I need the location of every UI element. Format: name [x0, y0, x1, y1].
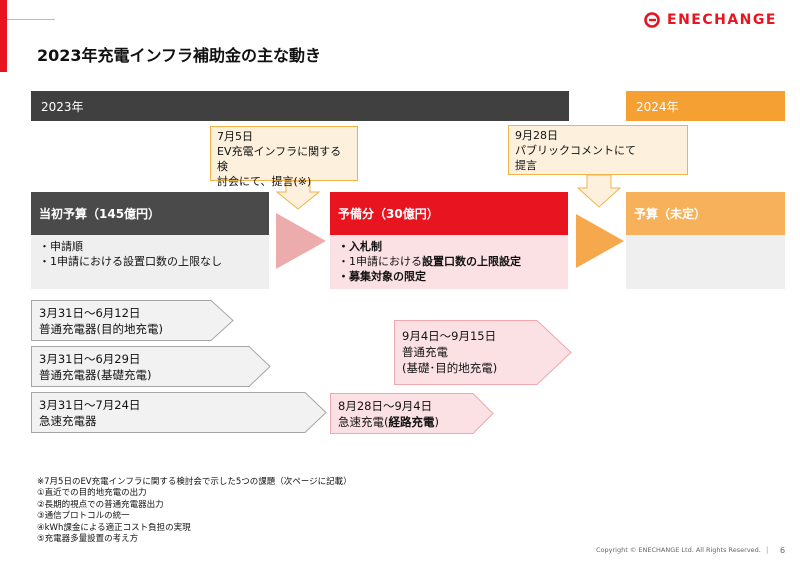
- phase-body-initial-budget: ・申請順 ・1申請における設置口数の上限なし: [31, 235, 269, 289]
- duration-arrow-shape: [31, 300, 234, 341]
- phase-header-2024-budget: 予算（未定）: [626, 192, 785, 235]
- phase-line: ・申請順: [39, 240, 83, 253]
- transition-arrow-2: [576, 214, 624, 268]
- duration-text: 3月31日～6月12日普通充電器(目的地充電): [39, 305, 163, 337]
- footnote-block: ※7月5日のEV充電インフラに関する検討会で示した5つの課題（次ページに記載） …: [37, 477, 352, 545]
- enechange-logo: ENECHANGE: [644, 10, 777, 30]
- duration-text: 3月31日～7月24日急速充電器: [39, 397, 140, 429]
- duration-arrow-basic: 3月31日～6月29日普通充電器(基礎充電): [31, 346, 271, 387]
- year-label-2023: 2023年: [41, 99, 84, 114]
- brand-accent-bar: [0, 0, 7, 72]
- callout-line: 7月5日: [217, 130, 253, 143]
- duration-dates: 9月4日～9月15日: [402, 329, 497, 343]
- callout-arrow-2: [577, 174, 621, 208]
- duration-label-2: (基礎･目的地充電): [402, 361, 498, 375]
- footnote-line: ③通信プロトコルの統一: [37, 511, 130, 522]
- footnote-line: ①直近での目的地充電の出力: [37, 488, 147, 499]
- duration-arrow-shape: [31, 346, 271, 387]
- year-label-2024: 2024年: [636, 99, 679, 114]
- duration-arrow-fast: 3月31日～7月24日急速充電器: [31, 392, 327, 433]
- transition-arrow-1: [276, 213, 326, 269]
- phase-line-emphasis: 設置口数の上限設定: [422, 255, 521, 268]
- footnote-line: ②長期的視点での普通充電器出力: [37, 499, 164, 510]
- phase-header-initial-budget: 当初予算（145億円）: [31, 192, 269, 235]
- duration-label: 普通充電: [402, 345, 448, 359]
- duration-dates: 8月28日～9月4日: [338, 399, 433, 413]
- phase-header-label: 当初予算（145億円）: [39, 207, 161, 221]
- footer-separator: |: [766, 546, 769, 554]
- footnote-line: ⑤充電器多量設置の考え方: [37, 534, 139, 545]
- callout-sep28: 9月28日 パブリックコメントにて 提言: [508, 125, 688, 175]
- page-number: 6: [780, 546, 786, 555]
- callout-line: 9月28日: [515, 129, 558, 142]
- duration-label: 急速充電器: [39, 414, 97, 428]
- logo-text: ENECHANGE: [667, 12, 777, 28]
- duration-arrow-fast-reserve: 8月28日～9月4日急速充電(経路充電): [330, 393, 494, 434]
- footnote-line: ※7月5日のEV充電インフラに関する検討会で示した5つの課題（次ページに記載）: [37, 477, 352, 487]
- duration-dates: 3月31日～6月29日: [39, 352, 141, 366]
- enechange-logo-icon: [644, 12, 660, 28]
- duration-label: 普通充電器(目的地充電): [39, 322, 163, 336]
- callout-line: 討会にて、提言(※): [217, 175, 312, 188]
- header-divider: [7, 19, 55, 20]
- phase-header-reserve: 予備分（30億円）: [330, 192, 568, 235]
- phase-header-label: 予備分（30億円）: [338, 207, 439, 221]
- callout-line: EV充電インフラに関する検: [217, 145, 342, 173]
- duration-label-emphasis: 経路充電: [388, 415, 435, 429]
- footnote-line: ④kWh課金による適正コスト負担の実現: [37, 522, 191, 533]
- phase-line: ・入札制: [338, 240, 382, 253]
- page-title: 2023年充電インフラ補助金の主な動き: [37, 46, 322, 65]
- duration-label: 急速充電(経路充電): [338, 414, 439, 430]
- callout-july5: 7月5日 EV充電インフラに関する検 討会にて、提言(※): [210, 126, 358, 188]
- duration-label-text: ): [434, 415, 440, 429]
- duration-arrow-shape: [31, 392, 327, 433]
- phase-line-2: ・1申請における設置口数の上限設定: [338, 254, 560, 269]
- copyright: Copyright © ENECHANGE Ltd. All Rights Re…: [596, 546, 761, 554]
- duration-text: 3月31日～6月29日普通充電器(基礎充電): [39, 351, 151, 383]
- duration-text: 9月4日～9月15日普通充電 (基礎･目的地充電): [402, 328, 497, 376]
- callout-arrow-1: [276, 180, 320, 210]
- duration-label: 普通充電器(基礎充電): [39, 368, 152, 382]
- duration-dates: 3月31日～7月24日: [39, 398, 141, 412]
- phase-line: ・1申請における設置口数の上限なし: [39, 255, 222, 268]
- year-bar-2023: 2023年: [31, 91, 569, 121]
- duration-arrow-destination: 3月31日～6月12日普通充電器(目的地充電): [31, 300, 234, 341]
- phase-header-label: 予算（未定）: [634, 207, 707, 221]
- phase-body-2024-budget: [626, 235, 785, 289]
- duration-label-text: 急速充電(: [338, 415, 389, 429]
- duration-arrow-normal-reserve: 9月4日～9月15日普通充電 (基礎･目的地充電): [394, 320, 572, 385]
- phase-line-text: ・1申請における: [338, 255, 422, 268]
- callout-line: 提言: [515, 159, 537, 172]
- duration-arrow-shape: [330, 393, 494, 434]
- duration-arrow-shape: [394, 320, 572, 385]
- phase-line: ・募集対象の限定: [338, 270, 426, 283]
- callout-line: パブリックコメントにて: [515, 144, 636, 157]
- duration-text: 8月28日～9月4日急速充電(経路充電): [338, 398, 439, 430]
- phase-body-reserve: ・入札制 ・1申請における設置口数の上限設定 ・募集対象の限定: [330, 235, 568, 289]
- year-bar-2024: 2024年: [626, 91, 785, 121]
- duration-dates: 3月31日～6月12日: [39, 306, 141, 320]
